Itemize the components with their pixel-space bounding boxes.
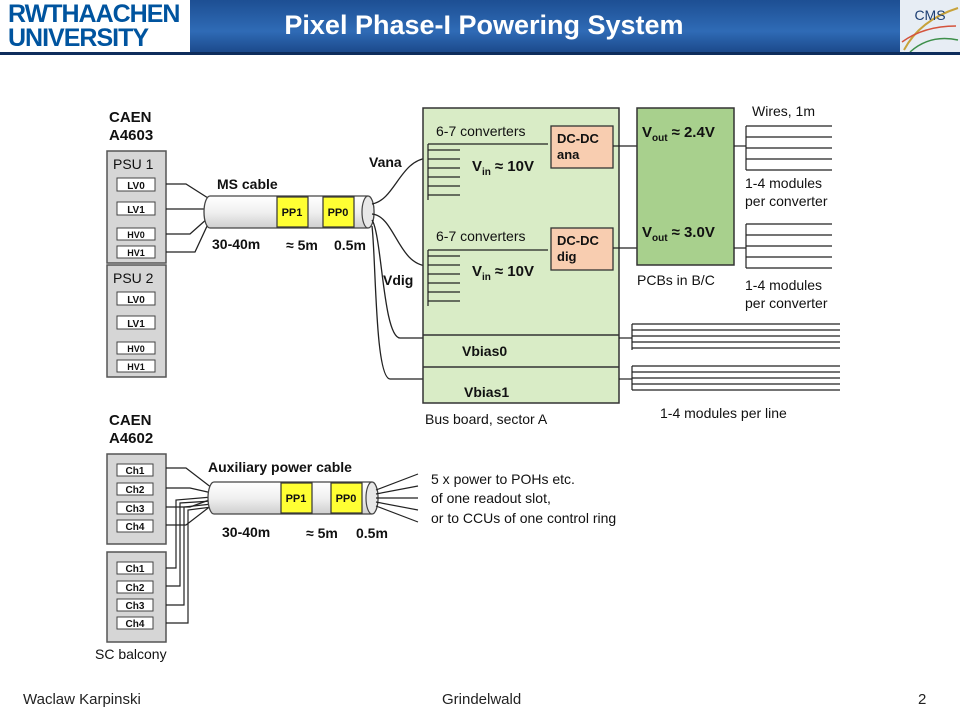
- unit1-ch4: Ch4: [126, 522, 145, 533]
- psu1-label: PSU 1: [113, 156, 154, 172]
- dcdc-ana-line1: DC-DC: [557, 131, 599, 146]
- header-rule: [0, 52, 960, 55]
- psu1-ch-lv0-label: LV0: [127, 181, 145, 192]
- ms-length-pp: ≈ 5m: [286, 237, 318, 253]
- pp0-label-top: PP0: [328, 207, 349, 219]
- cms-logo: CMS: [900, 0, 960, 52]
- vdig-label: Vdig: [383, 272, 413, 288]
- dig-output-wires: [734, 223, 832, 269]
- aux-note-line3: or to CCUs of one control ring: [431, 510, 616, 526]
- ms-output-wires: [371, 157, 429, 380]
- unit2-ch3: Ch3: [126, 601, 145, 612]
- vbias1-label: Vbias1: [464, 384, 509, 400]
- psu1-wires: [166, 183, 209, 253]
- rwth-logo-line1: RWTHAACHEN: [8, 0, 180, 28]
- psu2-label: PSU 2: [113, 270, 154, 286]
- powering-diagram: CAEN A4603 PSU 1 LV0 LV1 HV0 HV1 PSU 2 L…: [95, 103, 840, 662]
- bus-board-label: Bus board, sector A: [425, 411, 548, 427]
- pcbs-label: PCBs in B/C: [637, 272, 715, 288]
- aux-output-wires: [375, 473, 419, 523]
- dcdc-dig-box: [550, 227, 614, 271]
- psu1-ch-hv0: [116, 227, 156, 241]
- unit1-ch2: Ch2: [126, 485, 145, 496]
- sc-balcony-label: SC balcony: [95, 646, 167, 662]
- caen-model-bottom: A4602: [109, 430, 153, 447]
- pp1-box-bottom: [280, 482, 313, 514]
- ms-length-end: 0.5m: [334, 237, 366, 253]
- vout-ana-label: Vout≈ 2.4V: [642, 124, 715, 144]
- unit1-ch3: Ch3: [126, 504, 145, 515]
- unit1-wires: [166, 467, 213, 526]
- pp1-label-bottom: PP1: [286, 493, 307, 505]
- psu2-ch-lv0-label: LV0: [127, 295, 145, 306]
- vana-label: Vana: [369, 154, 402, 170]
- converters-ana-label: 6-7 converters: [436, 123, 525, 139]
- modules-label-2: 1-4 modules: [745, 277, 822, 293]
- pp1-label-top: PP1: [282, 207, 303, 219]
- vin-dig-label: Vin≈ 10V: [472, 263, 534, 283]
- psu1-ch-lv0: [116, 177, 156, 192]
- psu2-ch-hv0: [116, 341, 156, 355]
- psu1-ch-hv1-label: HV1: [127, 248, 145, 258]
- dcdc-ana-box: [550, 125, 614, 169]
- psu2-ch-lv1: [116, 315, 156, 330]
- vbias0-label: Vbias0: [462, 343, 507, 359]
- wires-label: Wires, 1m: [752, 103, 815, 119]
- dcdc-ana-line2: ana: [557, 147, 580, 162]
- ms-cable-label: MS cable: [217, 176, 278, 192]
- psu1-ch-hv1: [116, 245, 156, 259]
- modules-label-1: 1-4 modules: [745, 175, 822, 191]
- aux-note-line1: 5 x power to POHs etc.: [431, 471, 575, 487]
- aux-length-pp: ≈ 5m: [306, 525, 338, 541]
- vin-ana-label: Vin≈ 10V: [472, 158, 534, 178]
- modules-per-line-label: 1-4 modules per line: [660, 405, 787, 421]
- unit2-ch4: Ch4: [126, 619, 145, 630]
- caen-model-top: A4603: [109, 127, 153, 144]
- converters-ana-comb: [427, 143, 548, 200]
- psu1-ch-hv0-label: HV0: [127, 230, 145, 240]
- vout-dig-label: Vout≈ 3.0V: [642, 224, 715, 244]
- footer-page-number: 2: [918, 691, 927, 708]
- aux-note-line2: of one readout slot,: [431, 490, 551, 506]
- psu2-ch-hv1-label: HV1: [127, 362, 145, 372]
- unit2-ch2: Ch2: [126, 583, 145, 594]
- pp0-box-bottom: [330, 482, 363, 514]
- psu2-ch-hv0-label: HV0: [127, 344, 145, 354]
- psu2-ch-hv1: [116, 359, 156, 373]
- converters-dig-label: 6-7 converters: [436, 228, 525, 244]
- dcdc-dig-line1: DC-DC: [557, 233, 599, 248]
- rwth-logo: RWTHAACHEN UNIVERSITY: [0, 0, 190, 52]
- ms-length-main: 30-40m: [212, 236, 260, 252]
- per-converter-label-1: per converter: [745, 193, 828, 209]
- unit1-ch1: Ch1: [126, 466, 145, 477]
- cms-logo-text: CMS: [914, 7, 945, 23]
- pcb-box: [636, 107, 735, 266]
- psu2-ch-lv1-label: LV1: [127, 319, 145, 330]
- psu2-ch-lv0: [116, 291, 156, 306]
- footer-author: Waclaw Karpinski: [23, 691, 141, 708]
- converters-dig-comb: [427, 249, 548, 306]
- vbias0-lines: [619, 323, 840, 350]
- pp1-box-top: [276, 196, 309, 228]
- aux-cable-label: Auxiliary power cable: [208, 459, 352, 475]
- ana-output-wires: [734, 125, 832, 171]
- per-converter-label-2: per converter: [745, 295, 828, 311]
- psu1-ch-lv1-label: LV1: [127, 205, 145, 216]
- caen-label-bottom: CAEN: [109, 412, 152, 429]
- unit2-ch1: Ch1: [126, 564, 145, 575]
- aux-length-main: 30-40m: [222, 524, 270, 540]
- caen-label-top: CAEN: [109, 109, 152, 126]
- pp0-box-top: [322, 196, 355, 228]
- psu1-ch-lv1: [116, 201, 156, 216]
- rwth-logo-line2: UNIVERSITY: [8, 24, 149, 52]
- pp0-label-bottom: PP0: [336, 493, 357, 505]
- dcdc-dig-line2: dig: [557, 249, 577, 264]
- footer-venue: Grindelwald: [442, 691, 522, 708]
- aux-length-end: 0.5m: [356, 525, 388, 541]
- slide-title: Pixel Phase-I Powering System: [284, 10, 684, 40]
- slide-header: RWTHAACHEN UNIVERSITY Pixel Phase-I Powe…: [0, 0, 960, 56]
- vbias1-lines: [619, 365, 840, 391]
- unit2-wires: [166, 496, 213, 624]
